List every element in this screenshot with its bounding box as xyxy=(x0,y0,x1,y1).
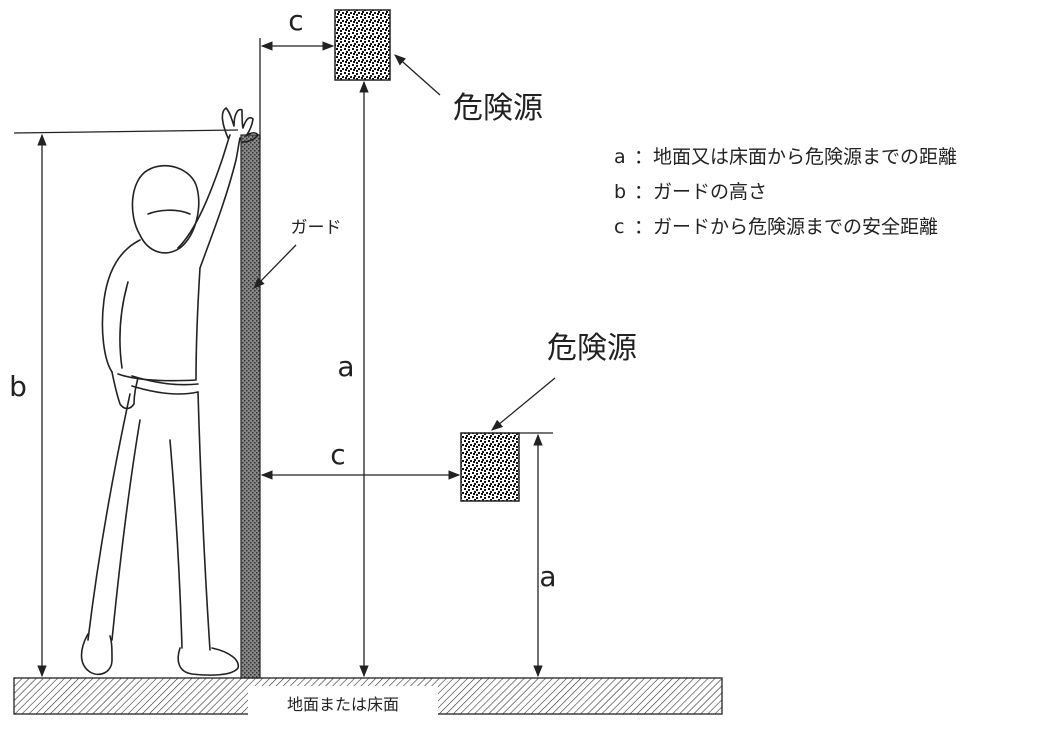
person-figure xyxy=(80,107,259,676)
legend-key-b: b xyxy=(614,181,626,203)
person-hand xyxy=(221,107,259,143)
guard-label: ガード xyxy=(291,218,342,238)
person-torso xyxy=(101,239,201,382)
hazard-top-label: 危険源 xyxy=(453,91,543,126)
legend: a ：地面又は床面から危険源までの距離 b ：ガードの高さ c ：ガードから危険… xyxy=(614,146,957,238)
person-right-foot xyxy=(177,647,239,676)
legend-item-b: b ：ガードの高さ xyxy=(614,181,767,203)
person-face-line xyxy=(147,209,191,215)
dim-b-extension xyxy=(13,129,239,134)
person-lowered-arm xyxy=(111,281,139,410)
dim-a-long-label: a xyxy=(337,350,354,383)
legend-text-c: ：ガードから危険源までの安全距離 xyxy=(634,216,938,238)
legend-item-c: c ：ガードから危険源までの安全距離 xyxy=(614,216,938,238)
guard: ガード xyxy=(240,134,342,679)
hazard-mid-leader xyxy=(491,377,556,431)
dim-c-mid-label: c xyxy=(330,438,345,471)
legend-key-c: c xyxy=(614,216,624,238)
legend-key-a: a xyxy=(614,146,626,168)
ground: 地面または床面 xyxy=(13,677,723,722)
dim-a-short-label: a xyxy=(539,560,556,593)
dimension-a-long: a xyxy=(337,80,369,678)
legend-text-a: ：地面又は床面から危険源までの距離 xyxy=(634,146,957,168)
ground-label: 地面または床面 xyxy=(287,695,399,714)
person-raised-arm xyxy=(177,134,241,269)
hazard-mid-box xyxy=(460,432,520,502)
person-legs xyxy=(87,391,211,651)
dimension-c-mid: c xyxy=(260,438,461,480)
guard-post xyxy=(240,134,261,679)
person-head xyxy=(131,164,200,254)
ground-label-box xyxy=(248,686,438,722)
dim-b-label: b xyxy=(9,370,27,403)
person-belt xyxy=(131,375,199,395)
hazard-top: 危険源 xyxy=(334,9,543,126)
hazard-mid-label: 危険源 xyxy=(547,331,637,366)
legend-text-b: ：ガードの高さ xyxy=(634,181,767,203)
legend-item-a: a ：地面又は床面から危険源までの距離 xyxy=(614,146,957,168)
hazard-mid: 危険源 xyxy=(460,331,637,502)
dim-c-top-label: c xyxy=(288,4,303,37)
hazard-top-box xyxy=(334,9,391,81)
person-left-foot xyxy=(80,633,113,676)
dimension-a-short: a xyxy=(533,433,557,678)
dimension-b: b xyxy=(9,129,239,678)
guard-leader xyxy=(253,244,297,289)
dimension-c-top: c xyxy=(259,4,335,140)
hazard-top-leader xyxy=(394,54,441,96)
